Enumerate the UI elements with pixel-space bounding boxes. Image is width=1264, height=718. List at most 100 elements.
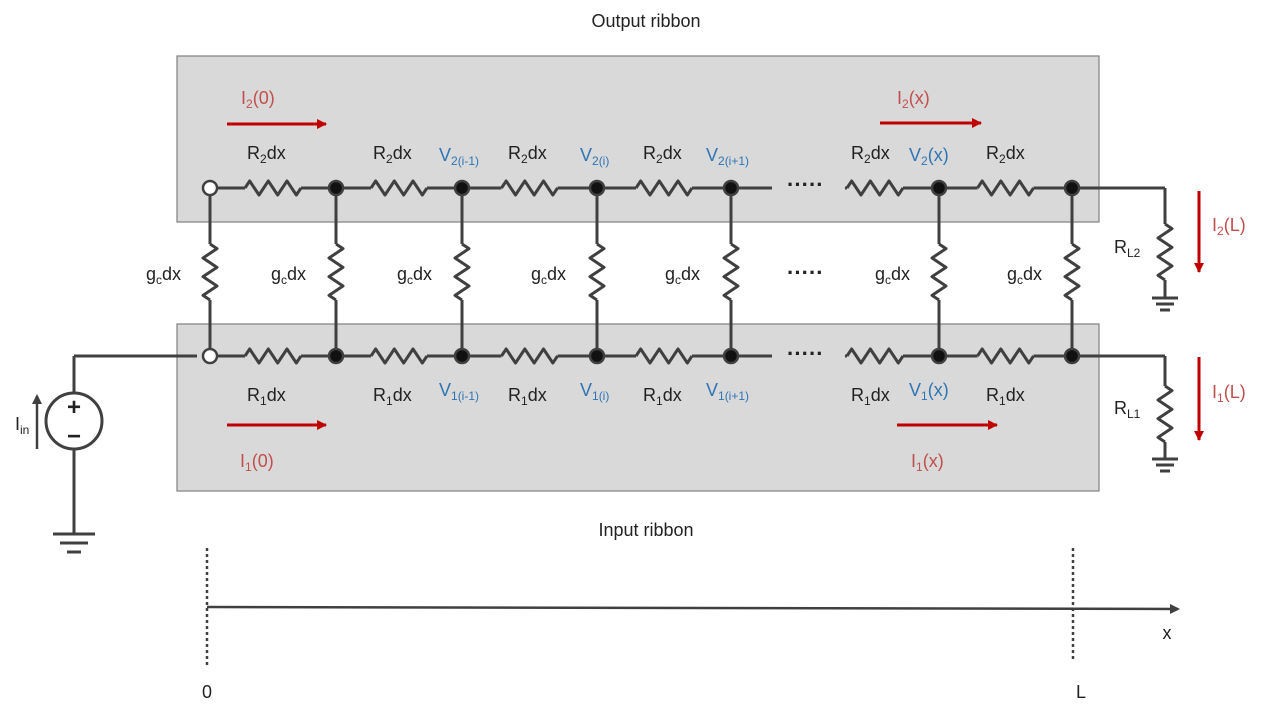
input-ribbon-box	[176, 323, 1100, 492]
label-r2dx-0-tail: dx	[267, 143, 286, 163]
node-top-5	[930, 179, 948, 197]
resistor-top-1	[369, 179, 429, 197]
resistor-top-2	[500, 179, 559, 197]
label-r1dx-3-sub: 1	[656, 394, 663, 408]
label-gcdx-5-tail: dx	[891, 264, 910, 284]
node-bottom-5	[930, 347, 948, 365]
label-i2-0: I2(0)	[241, 88, 275, 111]
label-gcdx-2-tail: dx	[413, 264, 432, 284]
label-r2dx-4-sub: 2	[864, 152, 871, 166]
label-r1dx-3-main: R	[643, 385, 656, 405]
x-axis	[206, 603, 1180, 614]
ellipsis-top: ·····	[787, 172, 824, 197]
label-r2dx-0-main: R	[247, 143, 260, 163]
node-bottom-6	[1063, 347, 1081, 365]
label-r1dx-4: R1dx	[851, 385, 890, 408]
label-gcdx-6-main: g	[1007, 264, 1017, 284]
label-r2dx-0-sub: 2	[260, 152, 267, 166]
label-gcdx-4-sub: c	[675, 273, 681, 287]
label-r1dx-0-tail: dx	[267, 385, 286, 405]
resistor-bottom-4	[976, 347, 1035, 365]
node-top-2	[453, 179, 471, 197]
label-i1-0: I1(0)	[240, 451, 274, 474]
node-bottom-2	[453, 347, 471, 365]
label-r2dx-4: R2dx	[851, 143, 890, 166]
label-v2-i: V2(i)	[580, 145, 609, 168]
label-r2dx-1-sub: 2	[386, 152, 393, 166]
label-r1dx-1: R1dx	[373, 385, 412, 408]
label-iin: Iin	[15, 414, 29, 437]
label-v1-x: V1(x)	[909, 380, 949, 403]
label-gcdx-2-sub: c	[407, 273, 413, 287]
label-gcdx-0-sub: c	[156, 273, 162, 287]
axis-label-zero: 0	[202, 682, 212, 702]
node-bottom-4	[722, 347, 740, 365]
source-minus-sign: −	[67, 423, 81, 450]
resistor-top-3	[634, 179, 694, 197]
label-r1dx-5-main: R	[986, 385, 999, 405]
resistor-bottom-2	[500, 347, 559, 365]
resistor-top-0	[243, 179, 303, 197]
label-r2dx-5-main: R	[986, 143, 999, 163]
label-r1dx-0-sub: 1	[260, 394, 267, 408]
label-gcdx-6-sub: c	[1017, 273, 1023, 287]
node-bottom-3	[588, 347, 606, 365]
label-v2-ip1: V2(i+1)	[706, 145, 749, 168]
label-r2dx-1-tail: dx	[393, 143, 412, 163]
label-gcdx-3-tail: dx	[547, 264, 566, 284]
ellipsis-middle: ·····	[787, 260, 824, 285]
label-r1dx-5-sub: 1	[999, 394, 1006, 408]
resistor-top-pre-x	[845, 179, 905, 197]
resistor-gc-5	[930, 242, 948, 302]
label-r2dx-5: R2dx	[986, 143, 1025, 166]
label-v1-im1: V1(i-1)	[439, 380, 479, 403]
label-gcdx-1-main: g	[271, 264, 281, 284]
resistor-top-4	[976, 179, 1035, 197]
label-i1-L: I1(L)	[1212, 382, 1246, 405]
node-top-1	[327, 179, 345, 197]
label-r1dx-2: R1dx	[508, 385, 547, 408]
label-i2-x: I2(x)	[897, 88, 930, 111]
input-ribbon-title: Input ribbon	[598, 520, 693, 540]
label-r2dx-3-main: R	[643, 143, 656, 163]
label-r2dx-4-tail: dx	[871, 143, 890, 163]
label-r2dx-1: R2dx	[373, 143, 412, 166]
terminal-node-top-0	[201, 179, 219, 197]
resistor-gc-3	[588, 242, 606, 302]
output-ribbon-title: Output ribbon	[591, 11, 700, 31]
axis-label-x: x	[1163, 623, 1172, 643]
label-r1dx-3-tail: dx	[663, 385, 682, 405]
label-r2dx-5-tail: dx	[1006, 143, 1025, 163]
resistor-gc-4	[722, 242, 740, 302]
label-r1dx-4-main: R	[851, 385, 864, 405]
resistor-gc-0	[201, 242, 219, 302]
label-gcdx-1-sub: c	[281, 273, 287, 287]
label-r1dx-3: R1dx	[643, 385, 682, 408]
label-gcdx-0: gcdx	[146, 264, 181, 287]
load-input-resistor	[1156, 384, 1174, 444]
circuit-wires	[53, 179, 1178, 554]
label-r2dx-0: R2dx	[247, 143, 286, 166]
label-r1dx-0-main: R	[247, 385, 260, 405]
label-gcdx-5-sub: c	[885, 273, 891, 287]
label-r2dx-3-tail: dx	[663, 143, 682, 163]
label-r2dx-2: R2dx	[508, 143, 547, 166]
label-v2-x: V2(x)	[909, 145, 949, 168]
label-gcdx-4: gcdx	[665, 264, 700, 287]
label-v1-i: V1(i)	[580, 380, 609, 403]
label-gcdx-2-main: g	[397, 264, 407, 284]
resistor-bottom-pre-x	[845, 347, 905, 365]
label-r1dx-5-tail: dx	[1006, 385, 1025, 405]
label-i2-L: I2(L)	[1212, 215, 1246, 238]
source-plus-sign: +	[67, 394, 81, 421]
node-top-3	[588, 179, 606, 197]
load-output-resistor	[1156, 222, 1174, 282]
ellipsis-bottom: ·····	[787, 341, 824, 366]
label-gcdx-4-main: g	[665, 264, 675, 284]
label-r2dx-3-sub: 2	[656, 152, 663, 166]
label-gcdx-0-tail: dx	[162, 264, 181, 284]
resistor-bottom-1	[369, 347, 429, 365]
